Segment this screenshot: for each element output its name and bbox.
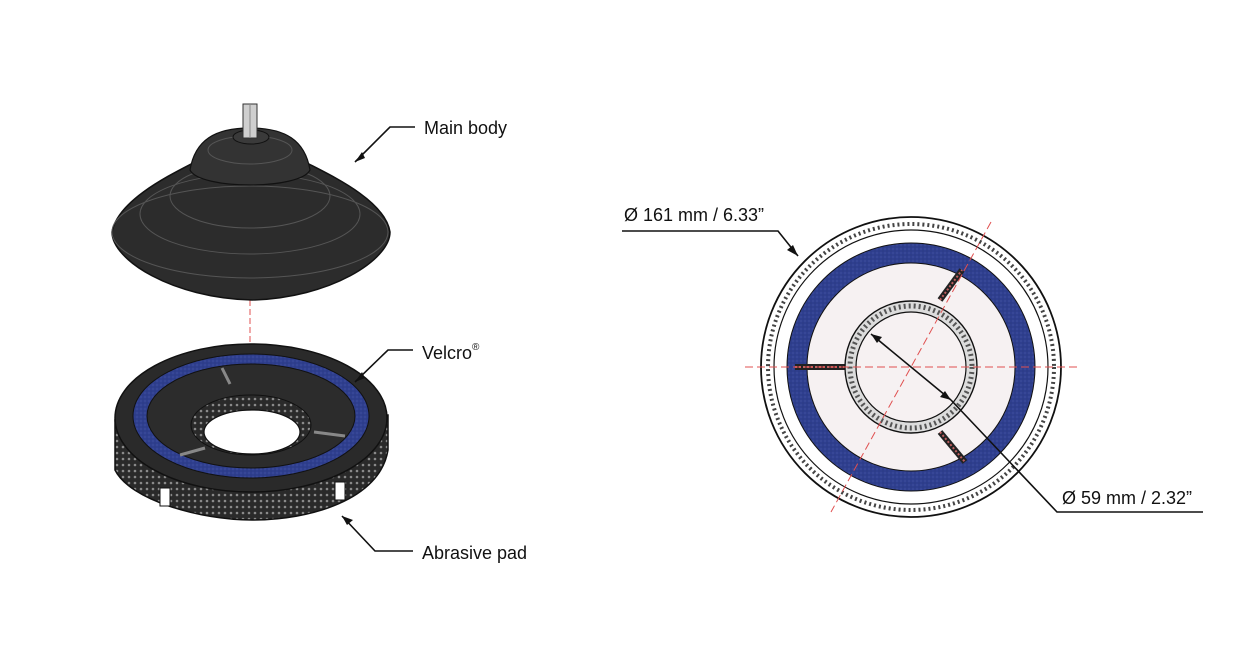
main-body-label: Main body bbox=[424, 119, 507, 137]
abrasive-pad-text: Abrasive pad bbox=[422, 543, 528, 563]
abrasive-pad-label: Abrasive pad bbox=[422, 544, 527, 562]
velcro-label: Velcro® bbox=[422, 342, 480, 363]
velcro-leader bbox=[354, 349, 413, 383]
top-view bbox=[622, 216, 1203, 518]
main-body-leader bbox=[354, 126, 415, 163]
exploded-view bbox=[111, 103, 415, 552]
velcro-text: Velcro bbox=[422, 343, 473, 363]
abrasive-pad-leader bbox=[341, 515, 413, 552]
main-body-text: Main body bbox=[424, 118, 508, 138]
inner-diameter-text: Ø 59 mm / 2.32” bbox=[1062, 488, 1193, 508]
outer-diameter-text: Ø 161 mm / 6.33” bbox=[624, 205, 765, 225]
inner-diameter-label: Ø 59 mm / 2.32” bbox=[1062, 489, 1192, 507]
registered-mark: ® bbox=[472, 342, 480, 353]
inner-diameter-line bbox=[870, 333, 952, 401]
top-view-centerlines bbox=[745, 221, 1077, 513]
pad-assembly-illustration bbox=[114, 343, 389, 521]
main-body-illustration bbox=[111, 103, 391, 301]
outer-diameter-leader bbox=[622, 230, 799, 257]
inner-diameter-leader bbox=[950, 399, 1203, 513]
outer-diameter-label: Ø 161 mm / 6.33” bbox=[624, 206, 764, 224]
